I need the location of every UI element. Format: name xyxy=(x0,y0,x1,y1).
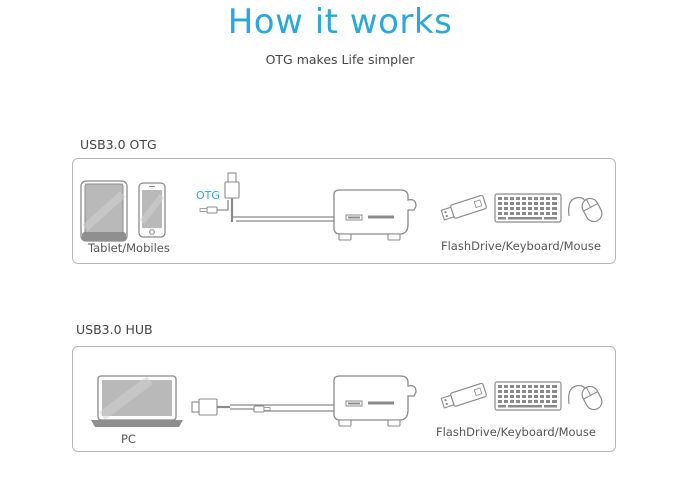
otg-cable-label: OTG xyxy=(196,189,220,202)
hub-devices-caption: FlashDrive/Keyboard/Mouse xyxy=(436,425,596,439)
mouse-icon xyxy=(568,196,603,223)
keyboard-icon xyxy=(494,193,562,223)
hub-source-caption: PC xyxy=(121,432,136,446)
usb-hub-icon xyxy=(333,189,417,241)
flash-drive-icon xyxy=(440,194,487,221)
tablet-icon xyxy=(80,180,128,242)
usb-hub-icon xyxy=(333,375,417,427)
page-subtitle: OTG makes Life simpler xyxy=(265,52,415,67)
usb-cable-icon xyxy=(191,398,335,416)
otg-devices-caption: FlashDrive/Keyboard/Mouse xyxy=(441,239,601,253)
page-title: How it works xyxy=(227,2,453,42)
otg-source-caption: Tablet/Mobiles xyxy=(88,241,170,255)
hub-section-label: USB3.0 HUB xyxy=(76,322,153,337)
mouse-icon xyxy=(568,384,603,411)
flash-drive-icon xyxy=(440,382,487,409)
keyboard-icon xyxy=(494,381,562,411)
mobile-phone-icon xyxy=(138,182,166,238)
otg-section-label: USB3.0 OTG xyxy=(80,137,157,152)
otg-cable-icon xyxy=(199,172,335,222)
laptop-icon xyxy=(91,375,183,427)
